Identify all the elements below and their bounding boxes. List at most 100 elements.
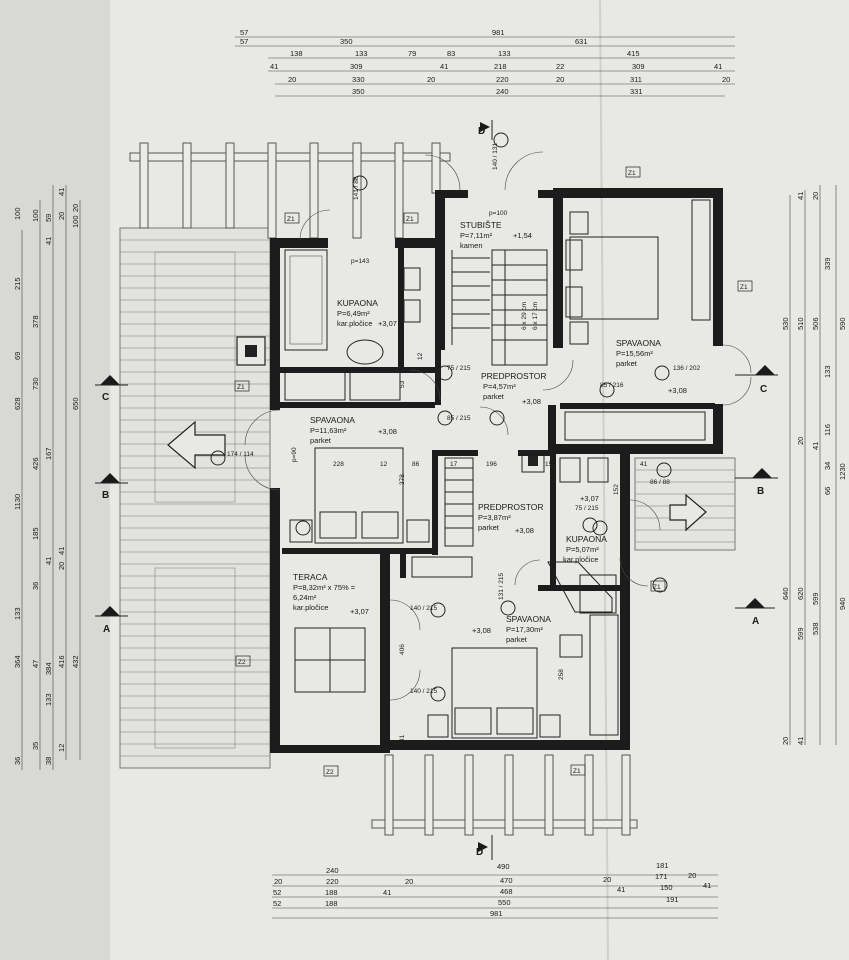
dim-bot-220: 220 [326, 877, 339, 886]
section-a-left-label: A [103, 624, 110, 635]
section-a-right-label: A [752, 616, 759, 627]
teraca-level: +3,07 [350, 607, 369, 616]
door-swings [244, 151, 752, 701]
dim-right-940: 940 [838, 597, 847, 610]
predprostor2-level: +3,08 [515, 526, 534, 535]
dim-196: 196 [486, 461, 497, 468]
dim-right-339: 339 [823, 257, 832, 270]
teraca-area1: P=8,32m² x 75% = [293, 583, 356, 592]
spavaona1-door: 136 / 202 [673, 365, 700, 372]
dim-right-20b: 20 [781, 737, 790, 745]
dim-left-69: 69 [13, 352, 22, 360]
dim-right-620: 620 [796, 587, 805, 600]
dim-right-530: 530 [781, 317, 790, 330]
predprostor2-name: PREDPROSTOR [478, 502, 544, 512]
dim-left-432: 432 [71, 655, 80, 668]
predprostor1-name: PREDPROSTOR [481, 371, 547, 381]
dim-top-309b: 309 [632, 62, 645, 71]
spavaona3-area: P=17,30m² [506, 625, 543, 634]
dim-right-41: 41 [811, 442, 820, 450]
right-roof [634, 457, 736, 551]
dim-window-140-131: 140 / 131 [492, 143, 499, 170]
dim-top-350b: 350 [352, 87, 365, 96]
dim-right-116: 116 [823, 424, 832, 436]
dim-right-41b: 41 [796, 737, 805, 745]
section-c-left-label: C [102, 392, 109, 403]
dim-top-331: 331 [630, 87, 643, 96]
stair-flight: 6 x 29 cm 6 x 17 cm [444, 249, 548, 547]
dim-top-311: 311 [630, 75, 642, 84]
dim-86: 86 [412, 461, 420, 468]
dim-12: 12 [380, 461, 388, 468]
dim-top-20b: 20 [427, 75, 435, 84]
tag-z2-a: Z2 [238, 659, 246, 666]
kupaona1-name: KUPAONA [337, 298, 378, 308]
dim-top-133b: 133 [498, 49, 511, 58]
tag-z1-g: Z1 [573, 768, 581, 775]
tag-z2-b: Z2 [326, 769, 334, 776]
dim-top-57b: 57 [240, 37, 248, 46]
dim-41: 41 [640, 461, 648, 468]
dim-left-36b: 36 [31, 582, 40, 590]
kupaona2-name: KUPAONA [566, 534, 607, 544]
dim-left-650: 650 [71, 397, 80, 410]
dim-top-41b: 41 [440, 62, 448, 71]
tag-z1-b: Z1 [406, 216, 414, 223]
pergola-top [129, 142, 451, 239]
dim-window-141-88: 141 / 88 [353, 176, 360, 200]
dim-left-167: 167 [44, 447, 53, 460]
bottom-dimension-chain: 240 490 181 20 220 20 470 20 171 20 52 1… [272, 861, 718, 919]
dim-top-220: 220 [496, 75, 509, 84]
dim-top-350: 350 [340, 37, 353, 46]
dim-53: 53 [399, 380, 406, 388]
dim-window-174-114: 174 / 114 [227, 451, 254, 458]
dim-bot-41a: 41 [383, 888, 391, 897]
dim-41b: 41 [399, 734, 406, 742]
dim-bot-20b: 20 [405, 877, 413, 886]
kupaona1-area: P=6,49m² [337, 309, 370, 318]
paper-fold [599, 0, 609, 960]
dim-door-131-215: 131 / 215 [498, 573, 505, 600]
tag-z1-d: Z1 [740, 284, 748, 291]
dim-left-47: 47 [31, 660, 40, 668]
stair-rise: 6 x 17 cm [532, 302, 539, 330]
spavaona1-floor: parket [616, 359, 638, 368]
dim-left-133: 133 [13, 607, 22, 620]
dim-left-1130: 1130 [13, 494, 22, 510]
dim-bot-41b: 41 [617, 885, 625, 894]
dim-right-20c: 20 [811, 192, 820, 200]
stubiste-height: p=100 [489, 210, 508, 217]
dim-top-138: 138 [290, 49, 303, 58]
dim-bot-550: 550 [498, 898, 511, 907]
dim-left-41b: 41 [44, 557, 53, 565]
dim-top-631: 631 [575, 37, 588, 46]
dim-bot-52a: 52 [273, 888, 281, 897]
stair-steps: 6 x 29 cm [521, 302, 528, 330]
dim-left-12: 12 [57, 744, 66, 752]
dim-bot-191: 191 [666, 895, 679, 904]
section-b-left-label: B [102, 490, 109, 501]
material-tags: Z1 Z1 Z1 Z1 Z1 Z2 Z2 Z1 Z1 [234, 166, 753, 777]
dim-left-36: 36 [13, 757, 22, 765]
dim-bot-188b: 188 [325, 899, 338, 908]
dim-bot-188a: 188 [325, 888, 338, 897]
predprostor2-floor: parket [478, 523, 500, 532]
section-d-top-label: D [478, 126, 485, 137]
dim-right-20: 20 [796, 437, 805, 445]
dim-left-100c: 100 [71, 215, 80, 228]
teraca-area2: 6,24m² [293, 593, 317, 602]
dim-top-309a: 309 [350, 62, 363, 71]
tag-z1-c: Z1 [628, 170, 636, 177]
dim-258: 258 [558, 669, 565, 680]
dim-left-628: 628 [13, 397, 22, 410]
tag-z1-e: Z1 [237, 384, 245, 391]
dim-right-538: 538 [811, 622, 820, 635]
left-roof [119, 227, 271, 769]
dim-left-35: 35 [31, 742, 40, 750]
predprostor1-level: +3,08 [522, 397, 541, 406]
spavaona2-name: SPAVAONA [310, 415, 355, 425]
predprostor1-area: P=4,57m² [483, 382, 516, 391]
room-labels: p=100 STUBIŠTE P=7,11m² kamen +1,54 p=14… [293, 210, 700, 644]
predprostor2-area: P=3,87m² [478, 513, 511, 522]
